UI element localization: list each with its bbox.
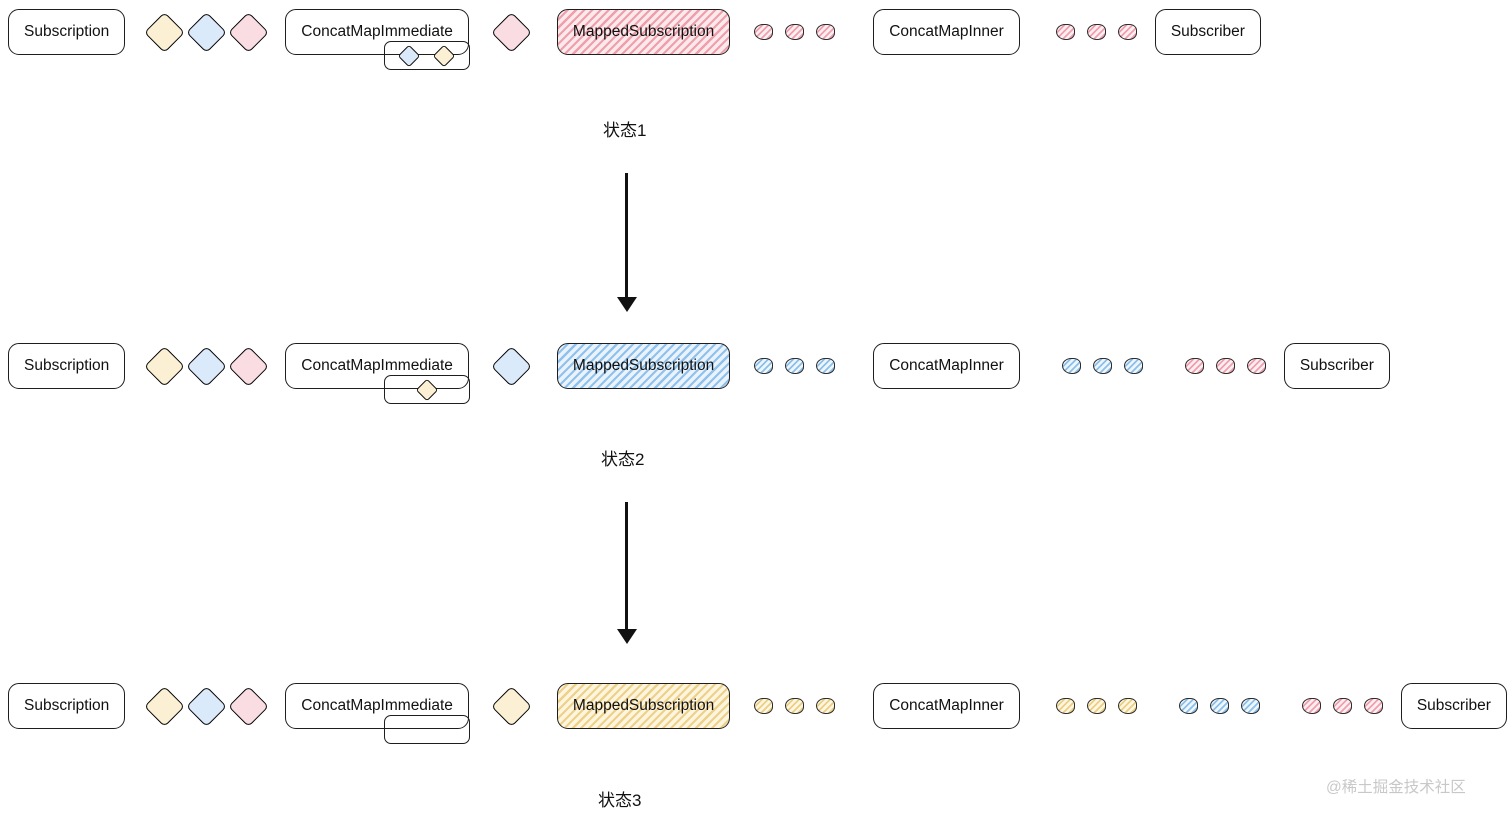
subscriber-box: Subscriber — [1283, 343, 1390, 389]
inner-marbles-group — [754, 358, 836, 374]
queue-box — [383, 715, 470, 744]
delivered-marbles-group — [1055, 24, 1137, 40]
yellow-marble — [1117, 698, 1137, 714]
concat-map-immediate-label: ConcatMapImmediate — [301, 357, 453, 374]
subscription-box: Subscription — [8, 9, 126, 55]
state-row-1: Subscription ConcatMapImmediate MappedSu… — [8, 8, 1261, 70]
blue-marble — [816, 358, 836, 374]
pink-marble — [1363, 698, 1383, 714]
blue-diamond — [185, 685, 227, 727]
yellow-diamond — [415, 378, 439, 402]
active-diamond-group — [491, 685, 533, 727]
down-arrow-1 — [616, 173, 637, 312]
source-diamonds-group — [143, 11, 269, 53]
blue-marble — [1209, 698, 1229, 714]
subscription-box: Subscription — [8, 683, 126, 729]
delivered-marbles-group — [1178, 698, 1260, 714]
blue-marble — [1240, 698, 1260, 714]
yellow-marble — [816, 698, 836, 714]
blue-marble — [1092, 358, 1112, 374]
blue-diamond — [397, 44, 421, 68]
blue-diamond — [185, 11, 227, 53]
source-diamonds-group — [143, 685, 269, 727]
down-arrow-2 — [616, 502, 637, 644]
pink-diamond — [491, 11, 533, 53]
pink-marble — [1086, 24, 1106, 40]
pink-marble — [1332, 698, 1352, 714]
concat-map-immediate-box: ConcatMapImmediate — [285, 683, 470, 744]
mapped-subscription-box: MappedSubscription — [556, 683, 731, 729]
blue-marble — [785, 358, 805, 374]
blue-diamond — [491, 345, 533, 387]
blue-diamond — [185, 345, 227, 387]
pink-marble — [1184, 358, 1204, 374]
concat-map-inner-box: ConcatMapInner — [873, 9, 1020, 55]
yellow-diamond — [491, 685, 533, 727]
state-label-1: 状态1 — [603, 121, 647, 140]
concat-map-inner-box: ConcatMapInner — [873, 343, 1020, 389]
subscriber-box: Subscriber — [1154, 9, 1261, 55]
delivered-marbles-group — [1061, 358, 1143, 374]
concat-map-immediate-label: ConcatMapImmediate — [301, 697, 453, 714]
blue-marble — [754, 358, 774, 374]
blue-marble — [1178, 698, 1198, 714]
pink-marble — [754, 24, 774, 40]
state-label-3: 状态3 — [598, 791, 642, 810]
active-diamond-group — [491, 345, 533, 387]
concat-map-immediate-box: ConcatMapImmediate — [285, 9, 470, 70]
watermark: @稀土掘金技术社区 — [1326, 779, 1466, 796]
yellow-diamond — [143, 345, 185, 387]
concat-map-immediate-box: ConcatMapImmediate — [285, 343, 470, 404]
yellow-diamond — [143, 11, 185, 53]
blue-marble — [1061, 358, 1081, 374]
yellow-diamond — [143, 685, 185, 727]
yellow-marble — [785, 698, 805, 714]
concat-map-immediate-label: ConcatMapImmediate — [301, 23, 453, 40]
queue-box — [383, 41, 470, 70]
mapped-subscription-box: MappedSubscription — [556, 9, 731, 55]
mapped-subscription-box: MappedSubscription — [556, 343, 731, 389]
inner-marbles-group — [754, 698, 836, 714]
yellow-marble — [1086, 698, 1106, 714]
pink-marble — [1246, 358, 1266, 374]
pink-marble — [816, 24, 836, 40]
delivered-marbles-group — [1055, 698, 1137, 714]
active-diamond-group — [491, 11, 533, 53]
yellow-marble — [754, 698, 774, 714]
pink-marble — [1117, 24, 1137, 40]
pink-diamond — [227, 685, 269, 727]
pink-marble — [1055, 24, 1075, 40]
pink-marble — [1301, 698, 1321, 714]
state-row-3: Subscription ConcatMapImmediate MappedSu… — [8, 682, 1507, 744]
blue-marble — [1123, 358, 1143, 374]
concat-map-inner-box: ConcatMapInner — [873, 683, 1020, 729]
delivered-marbles-group — [1301, 698, 1383, 714]
pink-diamond — [227, 11, 269, 53]
yellow-marble — [1055, 698, 1075, 714]
pink-diamond — [227, 345, 269, 387]
delivered-marbles-group — [1184, 358, 1266, 374]
source-diamonds-group — [143, 345, 269, 387]
subscription-box: Subscription — [8, 343, 126, 389]
pink-marble — [1215, 358, 1235, 374]
state-label-2: 状态2 — [601, 450, 645, 469]
pink-marble — [785, 24, 805, 40]
state-row-2: Subscription ConcatMapImmediate MappedSu… — [8, 342, 1390, 404]
queue-box — [383, 375, 470, 404]
subscriber-box: Subscriber — [1400, 683, 1507, 729]
inner-marbles-group — [754, 24, 836, 40]
yellow-diamond — [432, 44, 456, 68]
